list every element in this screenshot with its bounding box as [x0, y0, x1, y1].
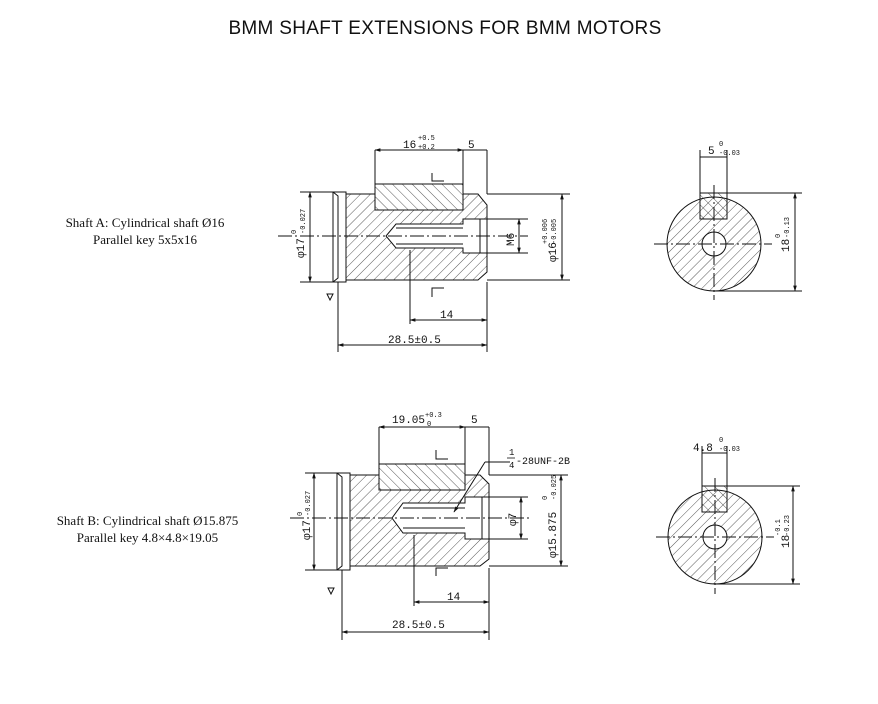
- shaft-b-key-length: 19.05: [392, 415, 425, 427]
- shaft-a-line1: Shaft A: Cylindrical shaft Ø16: [65, 215, 225, 230]
- shaft-b-body-dia-lower: -0.025: [551, 475, 559, 500]
- shaft-a-line2: Parallel key 5x5x16: [93, 232, 197, 247]
- shaft-a-total-length: 28.5±0.5: [388, 335, 441, 347]
- shaft-b-key-offset: 5: [471, 415, 478, 427]
- shaft-a-key-width-upper: 0: [719, 141, 723, 149]
- shaft-b-key-width-upper: 0: [719, 437, 723, 445]
- shaft-a-key-width: 5: [708, 146, 715, 158]
- shaft-a-key-height-upper: 0: [775, 234, 783, 238]
- shaft-b-thread-numerator: 1: [509, 448, 514, 458]
- shaft-a-key-height: 18: [781, 239, 793, 252]
- shaft-b-key-length-lower: 0: [427, 421, 431, 429]
- shaft-a-shaft-dia: φ17: [296, 238, 308, 258]
- shaft-b-thread-denominator: 4: [509, 461, 514, 471]
- shaft-b-key-width: 4.8: [693, 443, 713, 455]
- shaft-b-shaft-dia-lower: -0.027: [305, 491, 313, 516]
- shaft-a-thread-depth: 14: [440, 310, 454, 322]
- shaft-b-shaft-dia-upper: 0: [297, 512, 305, 516]
- shaft-a-key: [374, 183, 464, 211]
- shaft-b-line2: Parallel key 4.8×4.8×19.05: [76, 530, 219, 545]
- shaft-b-shaft-dia: φ17: [302, 520, 314, 540]
- shaft-b-total-length: 28.5±0.5: [392, 620, 445, 632]
- shaft-b-thread-spec: -28UNF-2B: [516, 457, 570, 468]
- page-title: BMM SHAFT EXTENSIONS FOR BMM MOTORS: [228, 18, 662, 39]
- shaft-b-line1: Shaft B: Cylindrical shaft Ø15.875: [56, 513, 239, 528]
- shaft-b-key-width-lower: -0.03: [719, 446, 740, 454]
- shaft-a-body-dia: φ16: [548, 242, 560, 262]
- shaft-b-end-view: [656, 446, 800, 594]
- shaft-b-key-height: 18: [781, 535, 793, 548]
- shaft-b-body-dia: φ15.875: [548, 512, 560, 558]
- shaft-b-body-dia-upper: 0: [542, 496, 550, 500]
- shaft-b-dimension-labels: 19.05 +0.3 0 5 1 4 -28UNF-2B φ17 0 -0.02…: [297, 412, 570, 632]
- shaft-a-shaft-dia-upper: 0: [291, 230, 299, 234]
- shaft-a-shaft-dia-lower: -0.027: [300, 209, 308, 234]
- shaft-a-thread: M6: [506, 233, 518, 246]
- shaft-a-key-length-lower: +0.2: [418, 144, 435, 152]
- shaft-b-key-length-upper: +0.3: [425, 412, 442, 420]
- shaft-b-end-labels: 4.8 0 -0.03 18 -0.1 -0.23: [693, 437, 793, 548]
- shaft-a-body-dia-lower: -0.005: [551, 219, 559, 244]
- shaft-a-end-view: [654, 150, 802, 300]
- shaft-a-dimension-labels: 16 +0.5 +0.2 5 φ17 0 -0.027 M6 φ16 +0.00…: [291, 135, 560, 347]
- shaft-a-end-labels: 5 0 -0.03 18 0 -0.13: [708, 141, 793, 252]
- shaft-b-hole-dia: φ7: [508, 513, 520, 526]
- shaft-a-description: Shaft A: Cylindrical shaft Ø16 Parallel …: [45, 214, 245, 248]
- shaft-b-side-view: [290, 425, 568, 640]
- shaft-a-body-dia-upper: +0.006: [542, 219, 550, 244]
- shaft-a-side-view: [278, 148, 570, 352]
- shaft-a-key-length: 16: [403, 140, 416, 152]
- shaft-a-key-height-lower: -0.13: [784, 217, 792, 238]
- shaft-b-key: [378, 463, 466, 491]
- shaft-b-key-height-lower: -0.23: [784, 515, 792, 536]
- shaft-b-thread-depth: 14: [447, 592, 461, 604]
- shaft-b-key-height-upper: -0.1: [775, 519, 783, 536]
- shaft-a-key-offset: 5: [468, 140, 475, 152]
- shaft-a-key-length-upper: +0.5: [418, 135, 435, 143]
- shaft-b-description: Shaft B: Cylindrical shaft Ø15.875 Paral…: [40, 512, 255, 546]
- shaft-a-key-width-lower: -0.03: [719, 150, 740, 158]
